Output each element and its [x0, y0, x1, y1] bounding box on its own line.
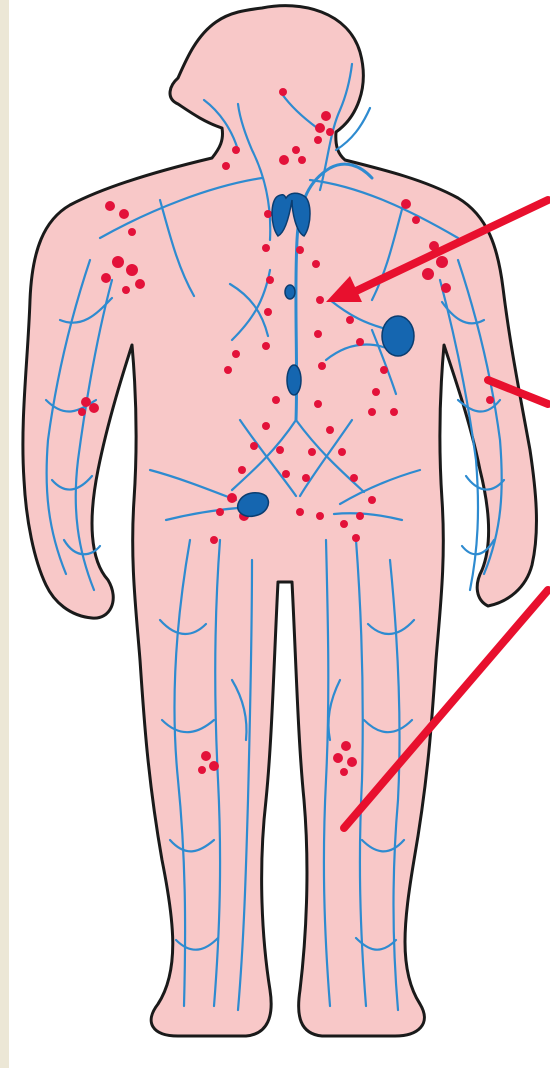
cisterna-chyli — [287, 365, 301, 395]
spleen — [382, 316, 414, 356]
thoracic-node — [285, 285, 295, 299]
left-margin-strip — [0, 0, 9, 1068]
